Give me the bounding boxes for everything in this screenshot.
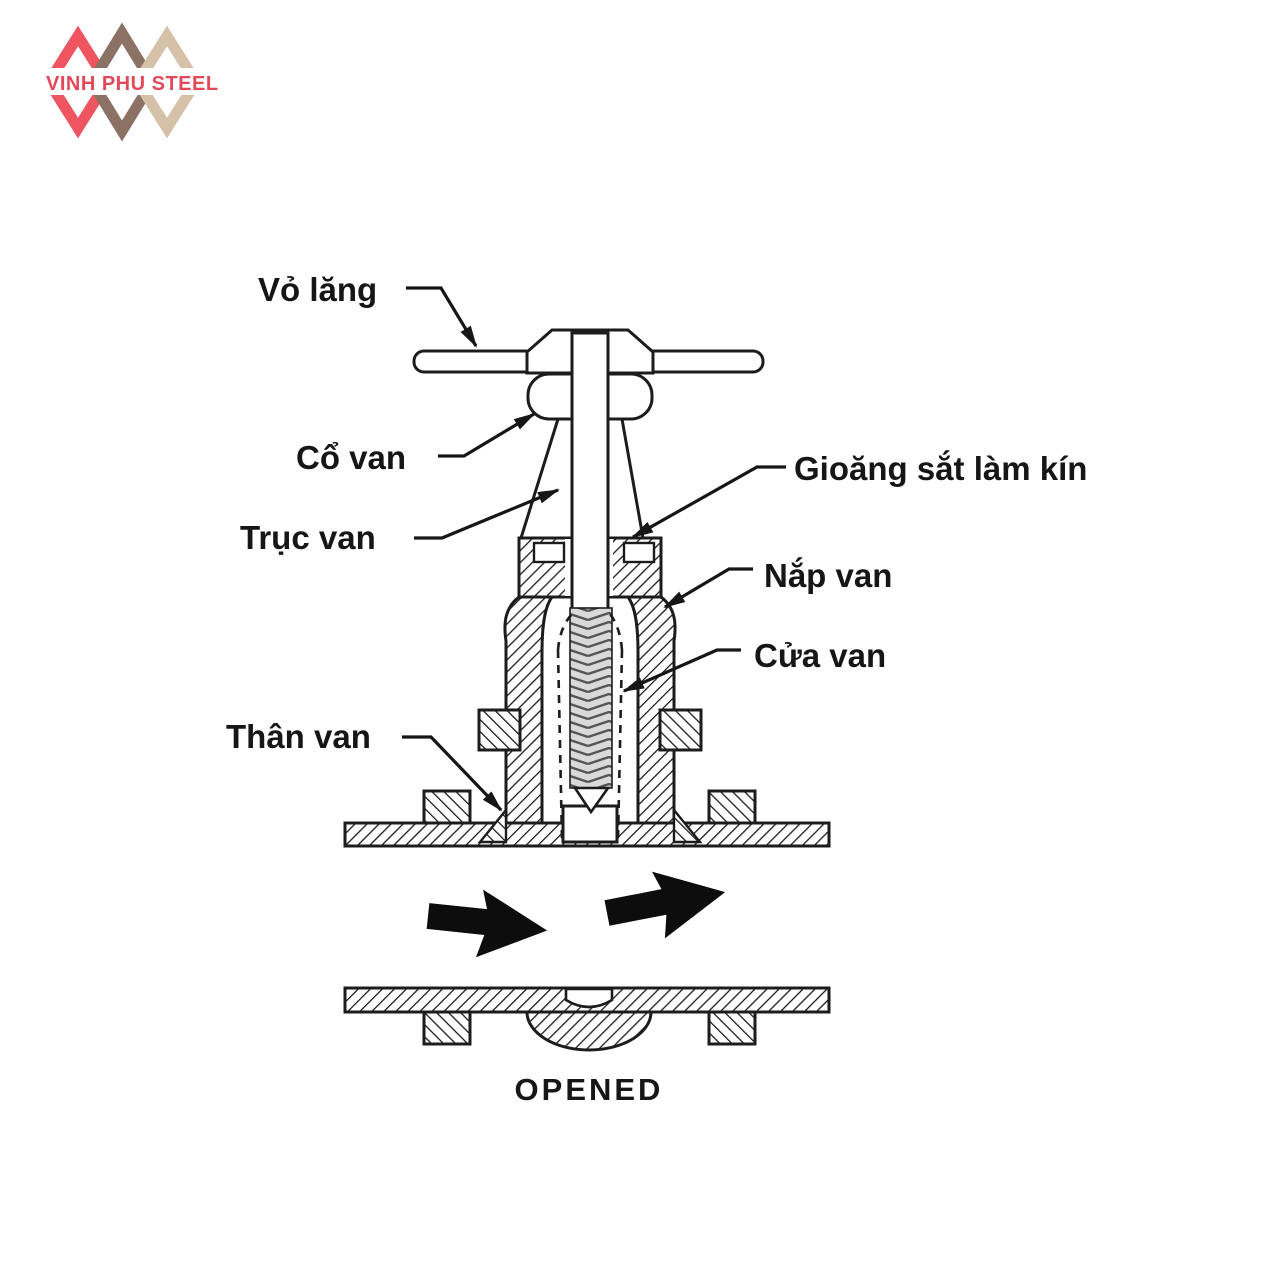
label-body: Thân van bbox=[226, 718, 371, 755]
stem-threads bbox=[569, 607, 613, 789]
gate-top-left bbox=[556, 613, 573, 651]
leader-body bbox=[402, 735, 503, 812]
logo-diamond-tan bbox=[131, 25, 203, 139]
leader-gate bbox=[622, 648, 741, 693]
flow-arrow-right bbox=[604, 871, 726, 939]
logo: VINH PHU STEEL bbox=[32, 22, 219, 142]
fillet-left bbox=[477, 806, 508, 844]
bonnet-wall-left bbox=[503, 595, 555, 825]
leader-gasket bbox=[631, 465, 786, 539]
pipe-tab-top-left bbox=[422, 789, 472, 825]
label-stem: Trục van bbox=[240, 519, 376, 556]
logo-text: VINH PHU STEEL bbox=[46, 73, 219, 95]
leader-bonnet bbox=[663, 567, 753, 609]
labels: Vỏ lăng Cổ van Trục van Gioăng sắt làm k… bbox=[226, 271, 1087, 1107]
stem bbox=[570, 331, 610, 614]
pipe-tab-bottom-right bbox=[707, 1010, 757, 1046]
seat-bulge bbox=[525, 1010, 653, 1052]
valve-drawing bbox=[343, 328, 831, 1052]
label-neck: Cổ van bbox=[296, 439, 406, 476]
label-gate: Cửa van bbox=[754, 637, 886, 674]
packing-right bbox=[622, 541, 656, 564]
leader-lines bbox=[402, 286, 786, 812]
flow-arrow-left bbox=[426, 889, 548, 958]
bonnet-wall-right bbox=[625, 595, 677, 825]
fillet-right bbox=[672, 806, 703, 844]
leader-stem bbox=[414, 488, 560, 540]
gate-edge-right bbox=[616, 649, 624, 841]
label-gasket: Gioăng sắt làm kín bbox=[794, 450, 1087, 487]
logo-text-band bbox=[32, 68, 218, 95]
bonnet-flange-right bbox=[658, 708, 703, 752]
pipe-tab-bottom-left bbox=[422, 1010, 472, 1046]
label-bonnet: Nắp van bbox=[764, 557, 892, 594]
flow-arrows bbox=[426, 871, 726, 958]
pipe-tab-top-right bbox=[707, 789, 757, 825]
gate-wedge bbox=[556, 613, 624, 841]
gate-top-right bbox=[608, 613, 624, 651]
stem-tip bbox=[572, 786, 611, 815]
bonnet-flange-left bbox=[477, 708, 522, 752]
leader-neck bbox=[438, 412, 536, 458]
gate-edge-left bbox=[556, 649, 564, 841]
leader-handwheel bbox=[406, 286, 478, 348]
label-handwheel: Vỏ lăng bbox=[258, 271, 377, 308]
packing-left bbox=[532, 541, 566, 564]
seat-notch bbox=[564, 987, 614, 1009]
caption-opened: OPENED bbox=[515, 1072, 664, 1107]
